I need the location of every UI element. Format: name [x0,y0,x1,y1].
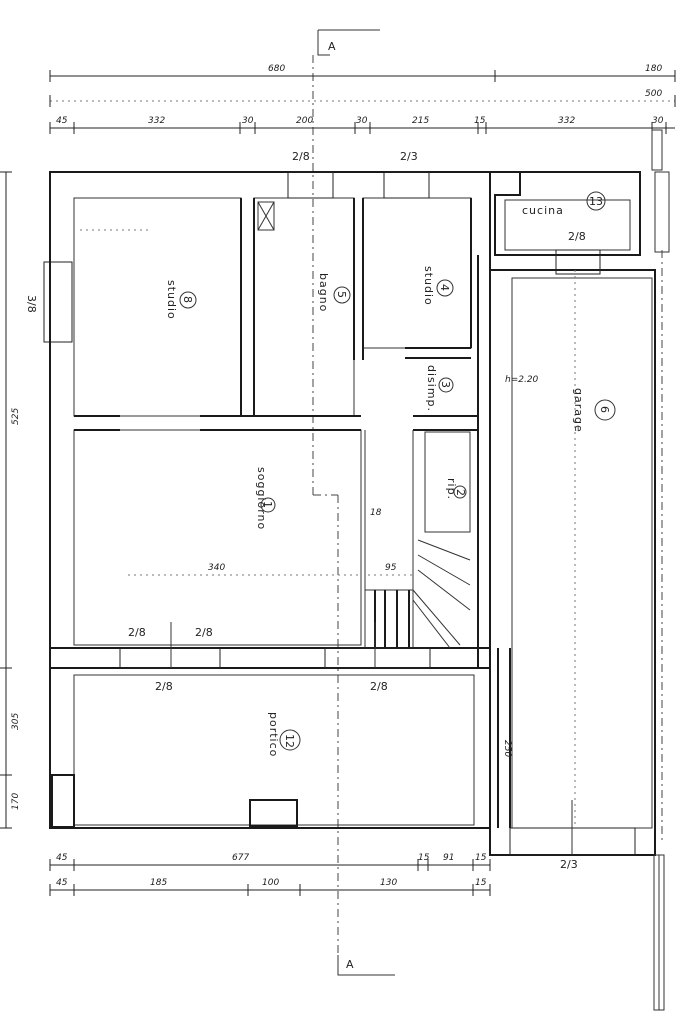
dimensions-bottom: 45 677 15 91 15 45 185 100 130 15 [49,853,491,896]
opening-2: 2/3 [400,150,418,163]
svg-text:13: 13 [589,195,603,208]
dim-bottom-1a: 45 [56,853,68,863]
dim-top-1a: 680 [268,64,285,74]
dim-top-3g: 15 [474,116,486,126]
opening-1: 2/8 [292,150,310,163]
room-cucina-13: cucina 13 [522,191,606,217]
interior-dims: 340 95 250 h=2.20 [80,229,576,828]
section-mark-bottom: A [346,958,354,971]
dim-bottom-1d: 91 [443,853,454,863]
svg-text:2: 2 [454,489,467,496]
dim-bottom-2d: 130 [380,878,397,888]
dim-left-c: 170 [11,793,21,810]
dim-bottom-2e: 15 [475,878,487,888]
svg-text:disimp.: disimp. [425,365,438,412]
dim-left-a: 525 [11,408,21,425]
room-bagno-5: bagno 5 [317,273,351,312]
room-studio-8: studio 8 [165,280,197,320]
opening-6: 2/8 [195,626,213,639]
opening-5: 2/8 [128,626,146,639]
svg-text:6: 6 [598,406,611,413]
interior-dim-2: 95 [385,563,397,573]
bath-fixture [257,201,275,231]
wall-dim: 250 [502,740,512,757]
dimensions-top: 680 180 500 45 332 30 200 30 215 15 332 … [49,64,676,134]
room-studio-4: studio 4 [422,266,454,306]
svg-text:5: 5 [335,291,348,298]
dim-bottom-1e: 15 [475,853,487,863]
dim-bottom-1c: 15 [418,853,430,863]
svg-text:soggiorno: soggiorno [255,467,268,530]
dim-top-3h: 332 [558,116,575,126]
dim-top-2: 500 [645,89,662,99]
dim-top-3c: 30 [242,116,254,126]
dim-top-3f: 215 [412,116,429,126]
stair-dim: 18 [370,508,382,518]
staircase: 18 [364,430,471,649]
dim-bottom-1b: 677 [232,853,249,863]
dim-top-3d: 200 [296,116,313,126]
svg-text:1: 1 [261,501,274,508]
room-rip-2: rip. 2 [445,478,467,500]
dim-bottom-2a: 45 [56,878,68,888]
opening-7: 2/8 [155,680,173,693]
dimensions-left: 525 305 170 [0,171,21,829]
svg-text:8: 8 [181,296,194,303]
dim-bottom-2b: 185 [150,878,167,888]
svg-text:studio: studio [165,280,178,320]
opening-3: 2/8 [568,230,586,243]
dim-top-1b: 180 [645,64,662,74]
garage-note: h=2.20 [505,375,539,385]
dim-top-3b: 332 [148,116,165,126]
room-soggiorno-1: soggiorno 1 [255,467,276,530]
svg-text:studio: studio [422,266,435,306]
section-mark-top: A [328,40,336,53]
dim-top-3a: 45 [56,116,68,126]
opening-9: 2/3 [560,858,578,871]
dim-left-b: 305 [11,713,21,730]
room-disimp-3: disimp. 3 [425,365,454,412]
svg-text:3: 3 [439,381,452,388]
svg-text:cucina: cucina [522,204,564,217]
svg-text:4: 4 [438,284,451,291]
side-strip [651,129,670,1011]
dim-bottom-2c: 100 [262,878,279,888]
opening-8: 2/8 [370,680,388,693]
interior-dim-1: 340 [208,563,225,573]
svg-text:12: 12 [283,734,296,748]
svg-text:portico: portico [267,712,280,757]
opening-4: 3/8 [25,295,38,313]
room-portico-12: portico 12 [267,712,301,757]
room-labels: studio 8 bagno 5 studio 4 cucina 13 disi… [165,191,616,757]
room-garage-6: garage 6 [572,388,616,433]
svg-text:garage: garage [572,388,585,433]
svg-text:bagno: bagno [317,273,330,312]
openings: 2/8 2/3 2/8 3/8 2/8 2/8 2/8 2/8 2/3 [25,150,636,871]
dim-top-3i: 30 [652,116,664,126]
dim-top-3e: 30 [356,116,368,126]
